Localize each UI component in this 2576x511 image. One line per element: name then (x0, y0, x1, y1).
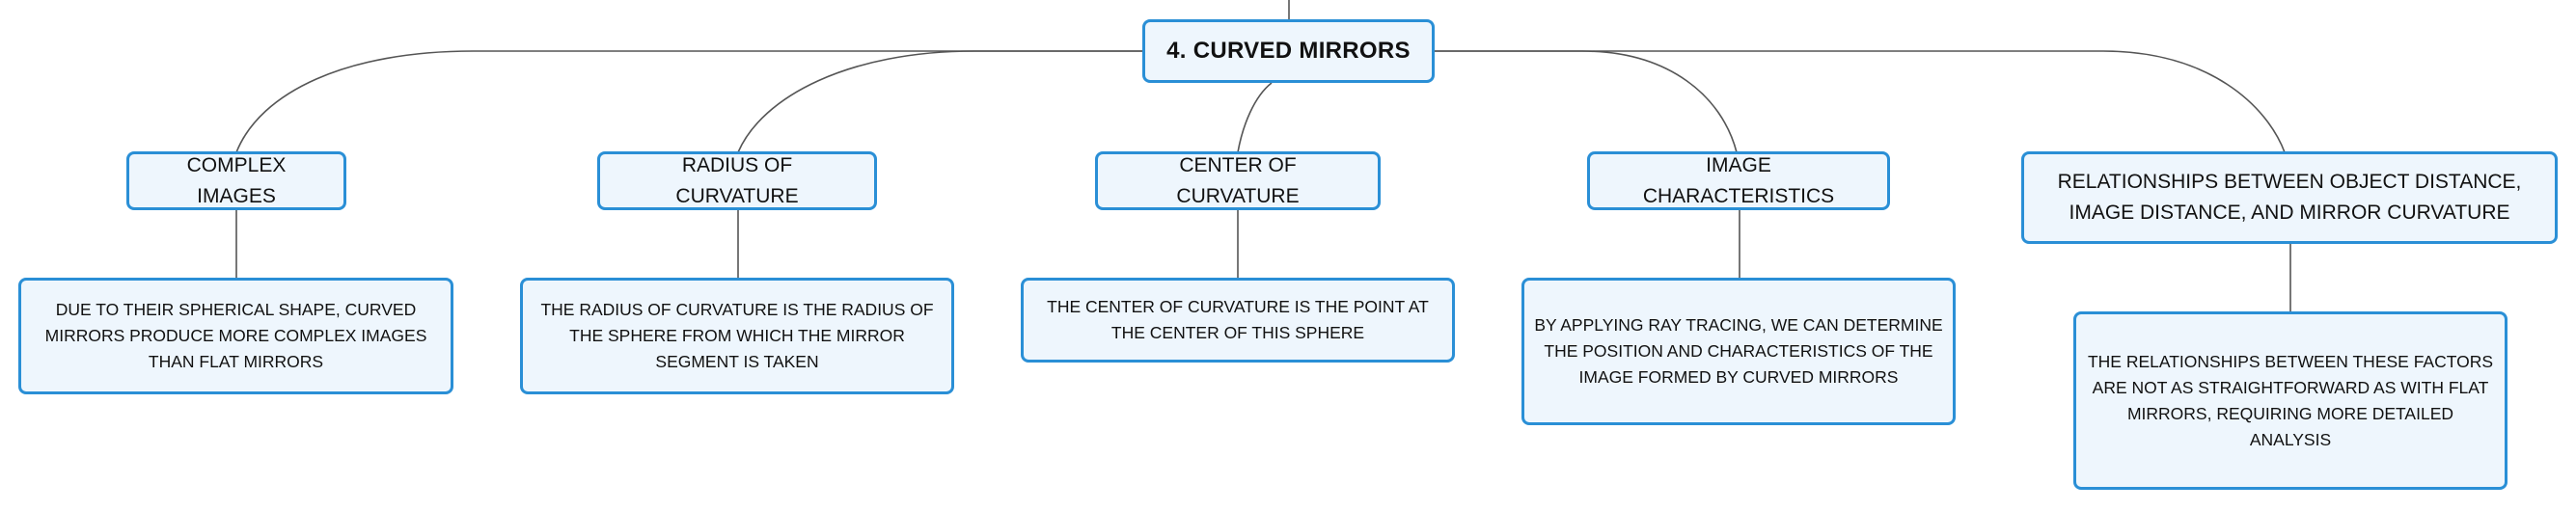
detail-relationships[interactable]: THE RELATIONSHIPS BETWEEN THESE FACTORS … (2073, 311, 2507, 490)
topic-relationships[interactable]: RELATIONSHIPS BETWEEN OBJECT DISTANCE, I… (2021, 151, 2558, 244)
detail-image-characteristics[interactable]: BY APPLYING RAY TRACING, WE CAN DETERMIN… (1521, 278, 1956, 425)
detail-center-of-curvature[interactable]: THE CENTER OF CURVATURE IS THE POINT AT … (1021, 278, 1455, 363)
detail-radius-of-curvature[interactable]: THE RADIUS OF CURVATURE IS THE RADIUS OF… (520, 278, 954, 394)
connector-root-to-relationships (1435, 50, 2286, 153)
topic-center-of-curvature[interactable]: CENTER OF CURVATURE (1095, 151, 1381, 210)
connector-root-to-radius-of-curvature (737, 50, 1142, 153)
topic-image-characteristics[interactable]: IMAGE CHARACTERISTICS (1587, 151, 1890, 210)
detail-complex-images[interactable]: DUE TO THEIR SPHERICAL SHAPE, CURVED MIR… (18, 278, 453, 394)
topic-radius-of-curvature[interactable]: RADIUS OF CURVATURE (597, 151, 877, 210)
connector-root-to-complex-images (235, 50, 1142, 153)
root-node[interactable]: 4. CURVED MIRRORS (1142, 19, 1435, 83)
connector-root-to-center-of-curvature (1237, 82, 1273, 153)
connector-root-to-image-characteristics (1435, 50, 1738, 153)
topic-complex-images[interactable]: COMPLEX IMAGES (126, 151, 346, 210)
